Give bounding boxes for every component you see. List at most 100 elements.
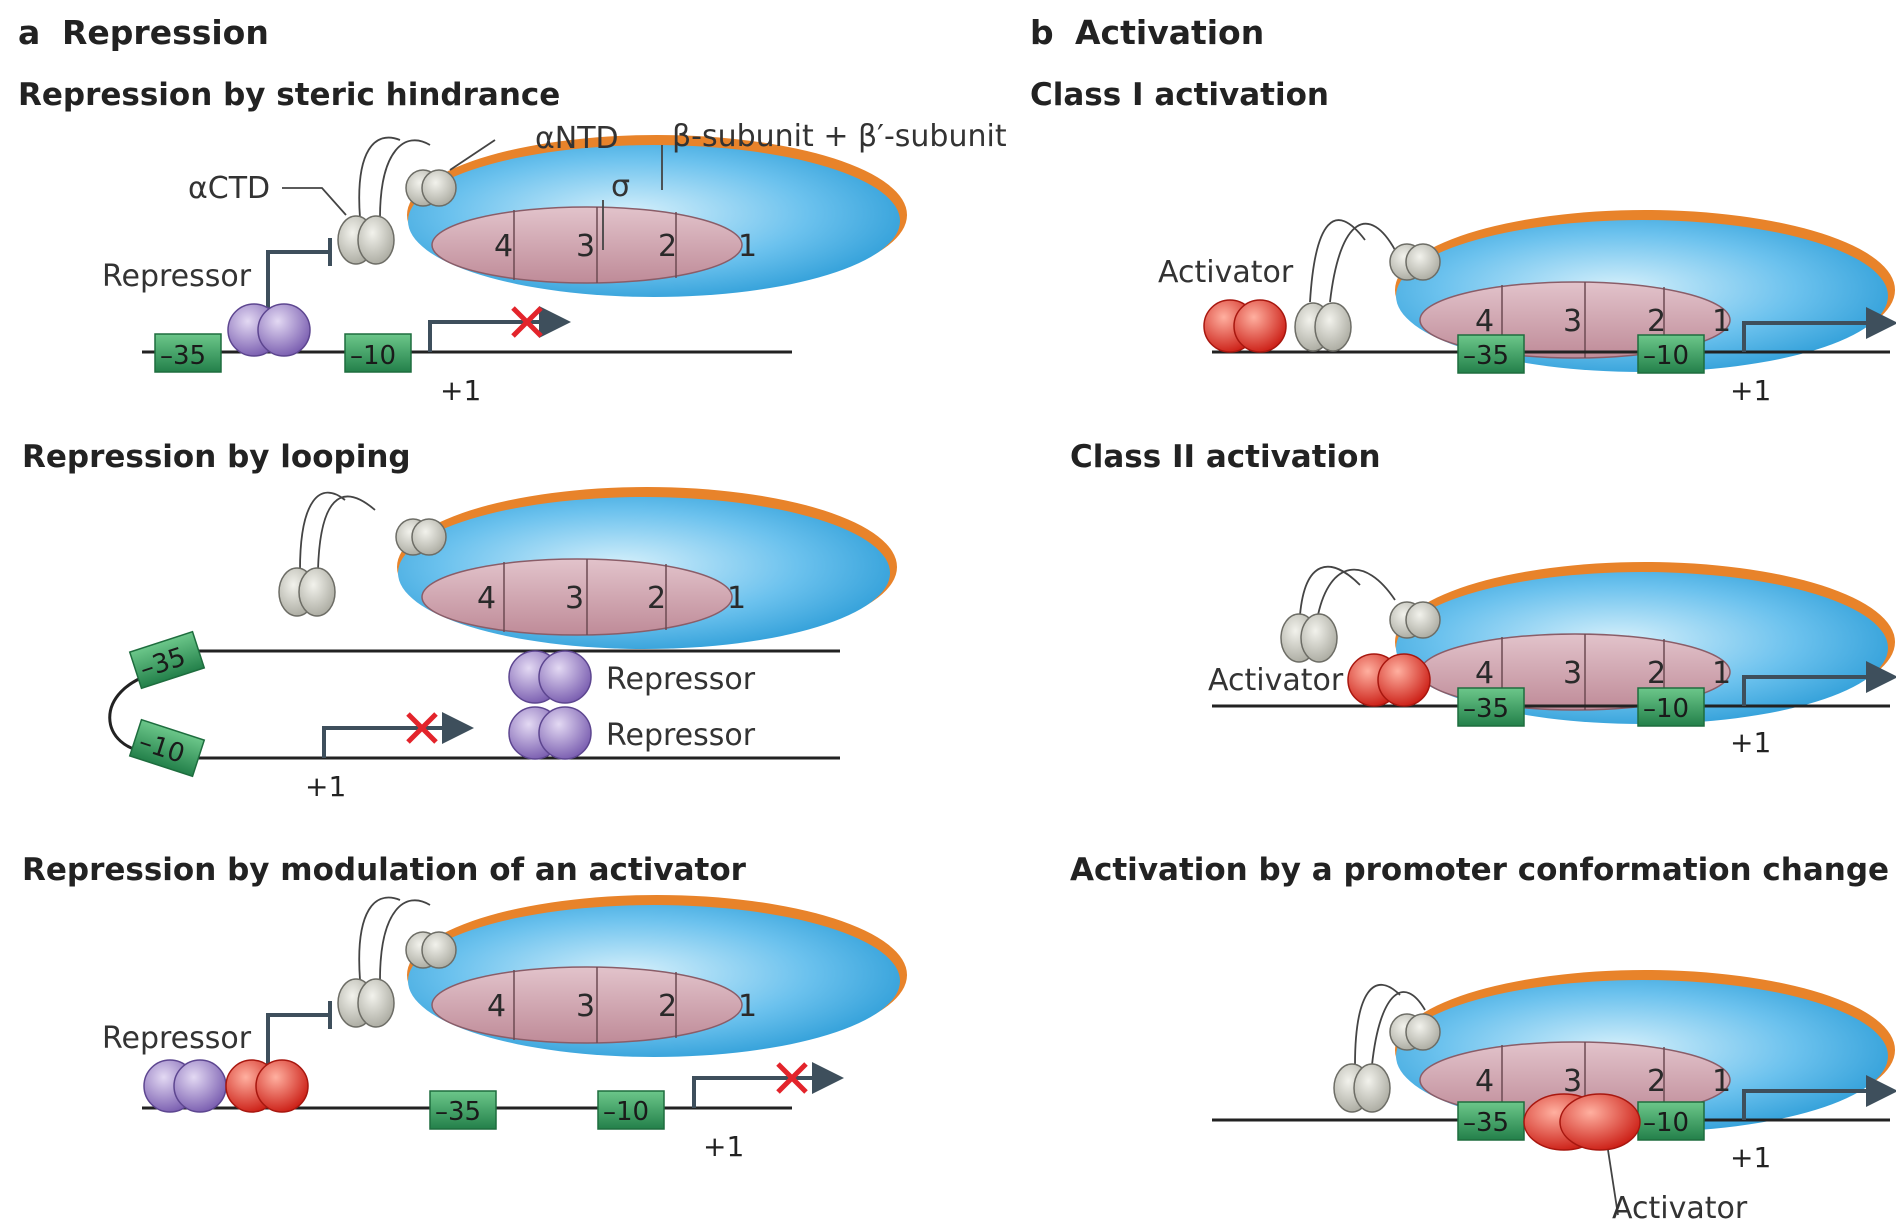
svg-text:4: 4 <box>1475 656 1494 691</box>
sigma-segment-4: 4 <box>494 229 513 264</box>
svg-text:3: 3 <box>1563 304 1582 339</box>
activator-dimer <box>1347 653 1431 707</box>
repressor-dimer-top <box>508 650 592 704</box>
sigma-label: σ <box>611 169 630 204</box>
minus35-box <box>429 1090 497 1130</box>
repressor-label-bottom: Repressor <box>606 718 756 753</box>
svg-text:1: 1 <box>1712 656 1731 691</box>
repressor-label-top: Repressor <box>606 662 756 697</box>
alpha-ntd-subunits <box>1389 1013 1441 1051</box>
repressor-dimer-bottom <box>508 706 592 760</box>
svg-text:4: 4 <box>487 989 506 1024</box>
minus10-box <box>597 1090 665 1130</box>
alpha-ntd-subunits <box>395 518 447 556</box>
activator-label: Activator <box>1208 663 1344 698</box>
svg-text:–35: –35 <box>1463 694 1509 724</box>
panel-a-heading: Repression <box>62 13 269 52</box>
alpha-ntd-label: αNTD <box>535 121 619 156</box>
class2-title: Class II activation <box>1070 439 1381 475</box>
alpha-ctd-subunits <box>1280 613 1338 663</box>
alpha-ctd-subunits <box>278 567 336 617</box>
svg-text:2: 2 <box>1647 304 1666 339</box>
svg-text:–35: –35 <box>1463 1108 1509 1138</box>
alpha-ctd-subunits <box>337 978 395 1028</box>
repressor-label: Repressor <box>102 259 252 294</box>
alpha-ntd-subunits <box>405 169 457 207</box>
panel-b: b Activation Class I activation 4 3 2 1 … <box>1030 13 1896 1226</box>
panel-a-letter: a <box>18 13 40 52</box>
minus35-box <box>128 630 206 690</box>
class1-section: Class I activation 4 3 2 1 Activator –35… <box>1030 77 1896 407</box>
svg-text:4: 4 <box>1475 1064 1494 1099</box>
svg-text:–35: –35 <box>1463 341 1509 371</box>
conformation-section: Activation by a promoter conformation ch… <box>1070 852 1896 1226</box>
activator-dimer <box>225 1059 309 1113</box>
svg-text:3: 3 <box>565 581 584 616</box>
modulation-title: Repression by modulation of an activator <box>22 852 747 888</box>
alpha-ntd-subunits <box>1389 243 1441 281</box>
rna-polymerase <box>406 894 908 1058</box>
minus35-box <box>154 333 222 373</box>
svg-text:1: 1 <box>738 989 757 1024</box>
looping-section: Repression by looping 4 3 2 1 –35 –10 Re… <box>22 439 898 803</box>
beta-subunit-label: β-subunit + β′-subunit <box>672 119 1007 154</box>
steric-hindrance-section: Repression by steric hindrance 4 3 2 1 α… <box>18 77 1007 407</box>
looping-title: Repression by looping <box>22 439 411 475</box>
svg-text:1: 1 <box>1712 304 1731 339</box>
alpha-ctd-subunits <box>337 215 395 265</box>
panel-b-heading: Activation <box>1075 13 1264 52</box>
sigma-segment-2: 2 <box>658 229 677 264</box>
alpha-ctd-subunits <box>1333 1063 1391 1113</box>
svg-text:–10: –10 <box>1643 694 1689 724</box>
repressor-dimer <box>227 303 311 357</box>
plus1-label: +1 <box>440 374 481 407</box>
steric-title: Repression by steric hindrance <box>18 77 560 113</box>
activator-dimer <box>1203 299 1287 353</box>
svg-text:–10: –10 <box>350 341 396 371</box>
modulation-section: Repression by modulation of an activator… <box>22 852 908 1163</box>
svg-text:2: 2 <box>647 581 666 616</box>
minus10-box <box>344 333 412 373</box>
rna-polymerase <box>406 134 908 298</box>
svg-text:1: 1 <box>1712 1064 1731 1099</box>
alpha-ctd-label: αCTD <box>188 171 270 206</box>
svg-text:–10: –10 <box>1643 1108 1689 1138</box>
svg-text:1: 1 <box>727 581 746 616</box>
minus10-box <box>1637 334 1705 374</box>
svg-text:2: 2 <box>1647 656 1666 691</box>
svg-text:2: 2 <box>1647 1064 1666 1099</box>
minus10-box <box>128 718 206 778</box>
plus1-label: +1 <box>1730 726 1771 759</box>
class2-section: Class II activation 4 3 2 1 Activator –3… <box>1070 439 1896 759</box>
activator-dimer <box>1523 1093 1641 1151</box>
panel-b-letter: b <box>1030 13 1054 52</box>
rna-polymerase <box>396 486 898 650</box>
repressor-label: Repressor <box>102 1021 252 1056</box>
svg-text:–35: –35 <box>160 341 206 371</box>
alpha-ntd-subunits <box>1389 601 1441 639</box>
activator-label: Activator <box>1158 255 1294 290</box>
plus1-label: +1 <box>1730 1141 1771 1174</box>
sigma-segment-3: 3 <box>576 229 595 264</box>
svg-text:4: 4 <box>1475 304 1494 339</box>
minus10-box <box>1637 687 1705 727</box>
svg-text:3: 3 <box>1563 1064 1582 1099</box>
svg-text:–10: –10 <box>603 1097 649 1127</box>
minus10-box <box>1637 1101 1705 1141</box>
svg-text:2: 2 <box>658 989 677 1024</box>
minus35-box <box>1457 687 1525 727</box>
alpha-ntd-subunits <box>405 931 457 969</box>
repressor-dimer <box>143 1059 227 1113</box>
class1-title: Class I activation <box>1030 77 1329 113</box>
svg-text:3: 3 <box>576 989 595 1024</box>
svg-text:–10: –10 <box>1643 341 1689 371</box>
sigma-segment-1: 1 <box>738 229 757 264</box>
svg-text:4: 4 <box>477 581 496 616</box>
minus35-box <box>1457 334 1525 374</box>
plus1-label: +1 <box>1730 374 1771 407</box>
conformation-title: Activation by a promoter conformation ch… <box>1070 852 1889 888</box>
plus1-label: +1 <box>703 1130 744 1163</box>
svg-text:3: 3 <box>1563 656 1582 691</box>
panel-a: a Repression Repression by steric hindra… <box>18 13 1007 1163</box>
